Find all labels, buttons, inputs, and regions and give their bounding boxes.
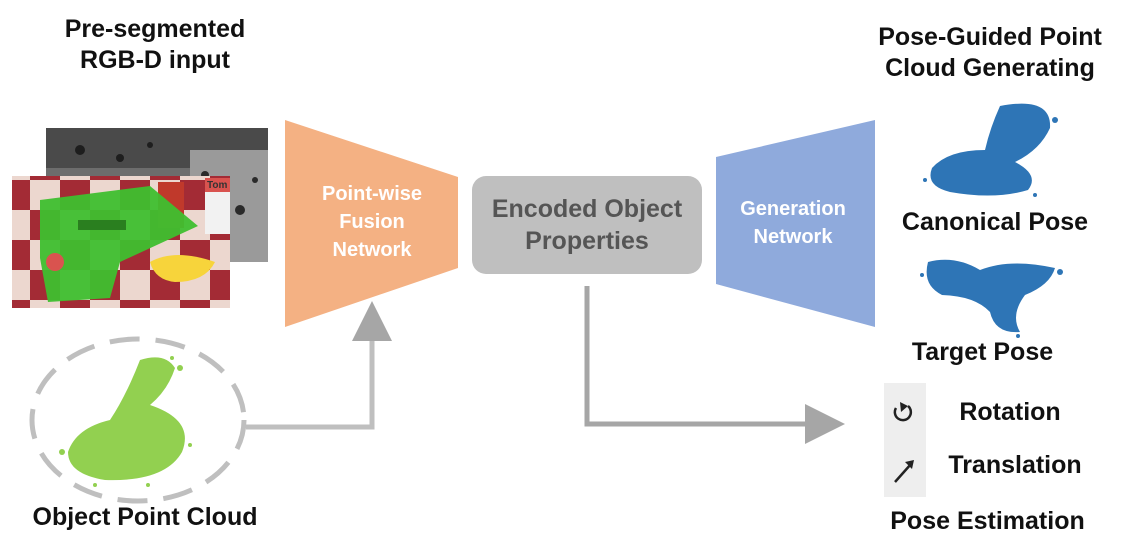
output-title-line2: Cloud Generating (885, 54, 1095, 83)
input-title-line2: RGB-D input (80, 46, 230, 75)
fusion-line2: Fusion (339, 211, 405, 233)
fusion-network-label: Point-wise Fusion Network (292, 180, 452, 264)
depth-label: Tom (207, 180, 228, 191)
output-title: Pose-Guided Point Cloud Generating (855, 22, 1125, 85)
fusion-line1: Point-wise (321, 183, 422, 205)
encoded-to-pose-arrow (584, 286, 845, 444)
input-title: Pre-segmented RGB-D input (30, 14, 280, 77)
output-title-line1: Pose-Guided Point (878, 23, 1102, 51)
rgb-image (12, 176, 230, 308)
point-cloud-label: Object Point Cloud (32, 503, 258, 531)
target-pose-label: Target Pose (911, 338, 1054, 366)
dashed-circle (29, 336, 247, 504)
generation-line1: Generation (740, 198, 846, 220)
input-title-line1: Pre-segmented (64, 15, 246, 43)
cloud-to-fusion-arrow (246, 301, 392, 430)
fusion-line3: Network (332, 239, 412, 261)
encoded-properties-box: Encoded Object Properties (472, 176, 702, 274)
encoded-line2: Properties (525, 227, 649, 255)
target-pose-cloud (920, 259, 1063, 338)
translation-arrow-icon (894, 460, 914, 483)
pose-icons-panel (884, 383, 926, 497)
canonical-pose-label: Canonical Pose (901, 208, 1089, 236)
translation-label: Translation (948, 451, 1082, 479)
encoded-line1: Encoded Object (491, 194, 683, 223)
canonical-pose-cloud (923, 103, 1058, 197)
generation-network-label: Generation Network (720, 195, 866, 251)
rotation-icon (893, 402, 913, 422)
green-point-cloud (59, 356, 192, 487)
pose-estimation-title: Pose Estimation (890, 507, 1085, 535)
generation-network-shape (716, 120, 875, 327)
generation-line2: Network (753, 226, 833, 248)
fusion-network-shape (285, 120, 458, 327)
rotation-label: Rotation (959, 398, 1061, 426)
